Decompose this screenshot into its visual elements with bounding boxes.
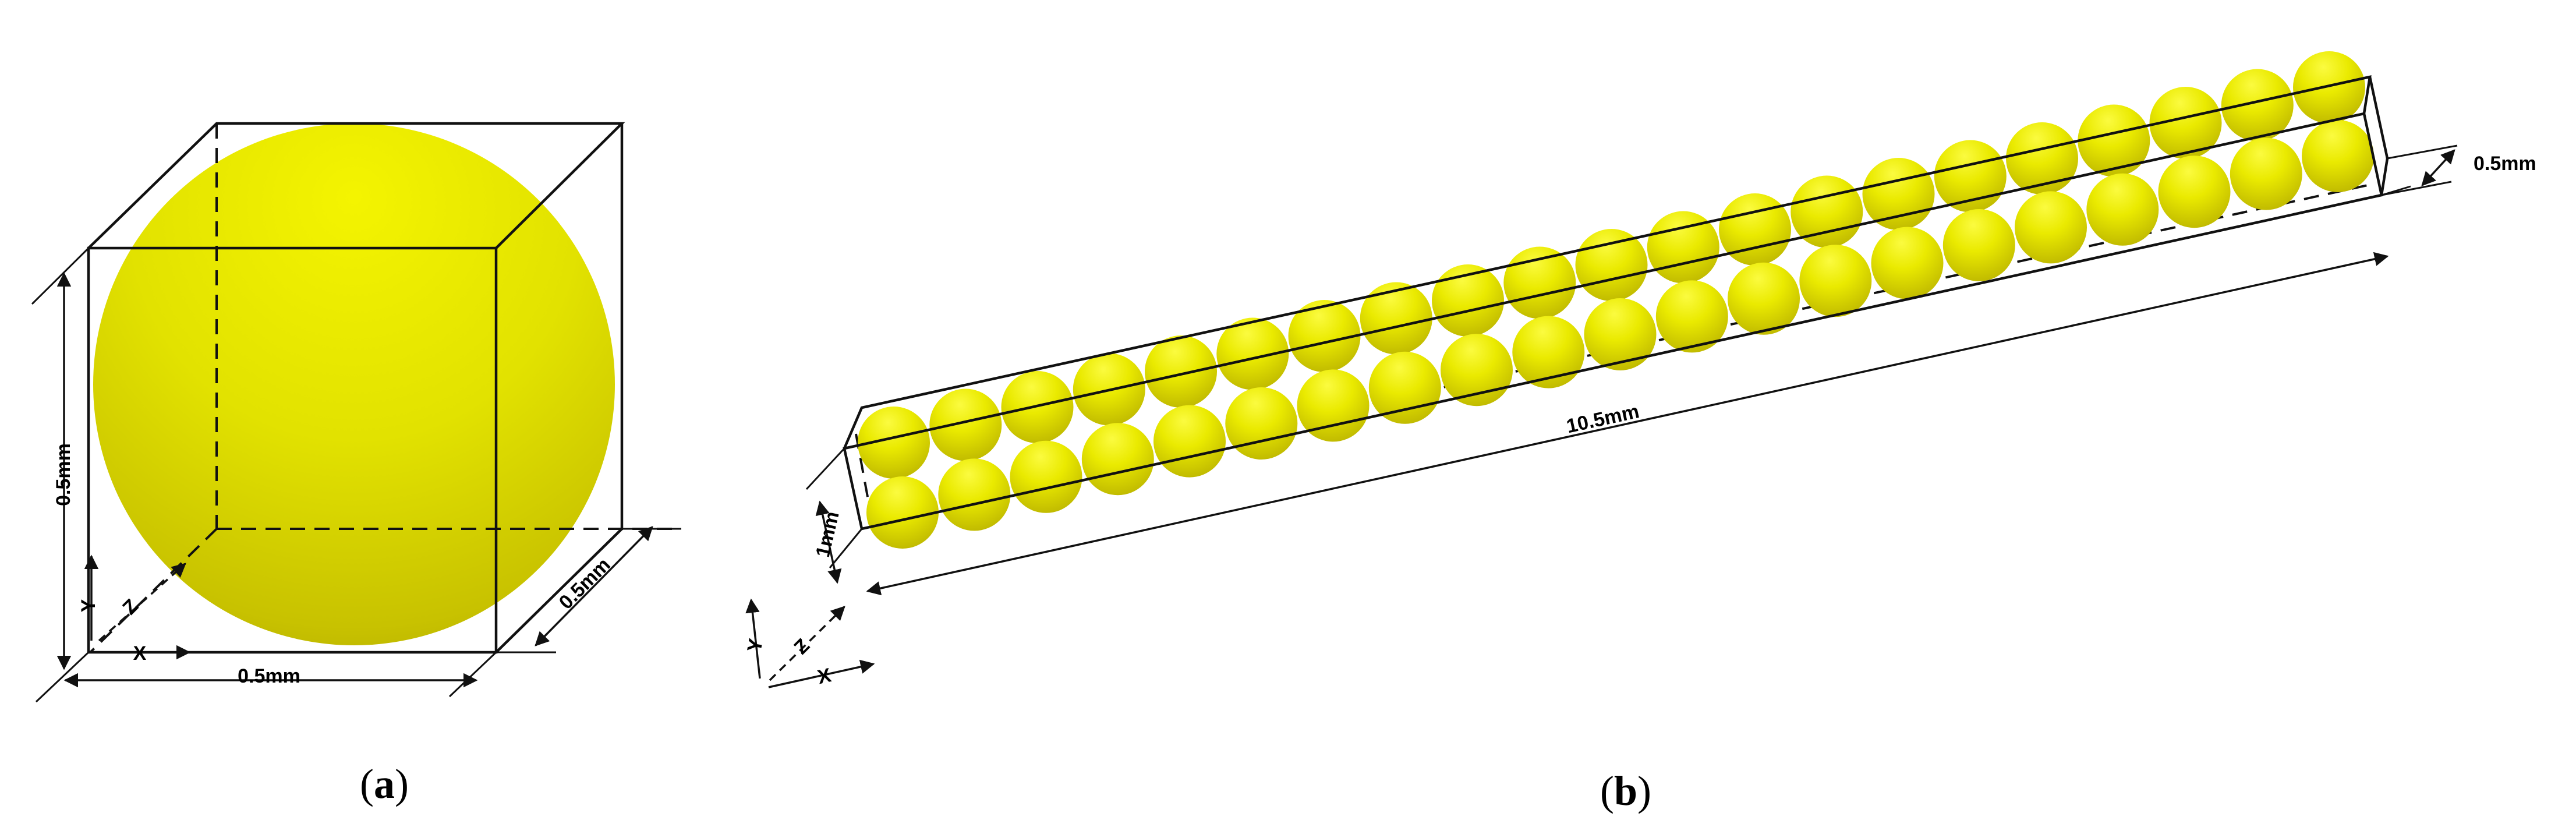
panel-a-sphere xyxy=(93,123,615,645)
panel-b-sphere xyxy=(1360,282,1432,355)
panel-b-axis-x-label: X xyxy=(816,664,833,688)
panel-b-sphere xyxy=(1862,158,1935,230)
panel-b-sphere xyxy=(1584,298,1657,370)
panel-b-sphere xyxy=(2006,122,2078,195)
panel-b-depth-arrow xyxy=(2421,149,2455,186)
panel-b-axis-z-arrow xyxy=(769,606,845,681)
panel-b-sphere xyxy=(1081,423,1154,496)
panel-b-sphere xyxy=(1799,245,1872,317)
panel-b-sphere xyxy=(1153,405,1226,478)
panel-b-sphere xyxy=(1225,387,1298,460)
panel-b-sphere xyxy=(2302,120,2374,192)
panel-a-caption: (a) xyxy=(360,761,409,807)
panel-b-axis-y-arrow xyxy=(745,598,761,679)
panel-b-sphere xyxy=(1942,209,2015,281)
panel-a-hidden-edges xyxy=(89,123,675,653)
panel-b-length-arrow xyxy=(866,252,2389,596)
panel-b-sphere xyxy=(2158,156,2231,228)
panel-a-height-label: 0.5mm xyxy=(52,443,75,506)
panel-b-height-label: 1mm xyxy=(812,510,844,560)
panel-b-sphere xyxy=(929,388,1002,461)
panel-a-depth-label: 0.5mm xyxy=(555,554,615,614)
panel-b-sphere xyxy=(1575,229,1648,301)
panel-a-axis-y-label: Y xyxy=(77,599,100,612)
panel-b-sphere xyxy=(2015,191,2087,264)
panel-b-sphere xyxy=(938,458,1011,531)
panel-b-sphere xyxy=(2221,69,2294,142)
panel-b-sphere xyxy=(1010,440,1082,513)
panel-a-depth-arrow xyxy=(535,526,653,646)
panel-b-sphere xyxy=(1145,335,1217,408)
panel-b-sphere xyxy=(2078,104,2150,177)
panel-b-sphere xyxy=(1791,175,1863,248)
panel-b-sphere xyxy=(1719,193,1791,266)
panel-b-sphere xyxy=(2230,137,2302,210)
panel-b-sphere xyxy=(2149,87,2222,159)
panel-b-length-label: 10.5mm xyxy=(1565,400,1641,437)
panel-a-axis-z-arrow xyxy=(98,563,186,642)
panel-b-sphere xyxy=(2293,51,2365,123)
panel-b-sphere xyxy=(1503,246,1576,319)
panel-a-axis-z-label: Z xyxy=(118,595,143,619)
panel-b-sphere-column: 1mm 10.5mm 0.5mm Y X Z (b) xyxy=(743,51,2536,814)
panel-b-axis-z-label: Z xyxy=(790,634,814,659)
panel-b-axis-y-label: Y xyxy=(743,637,767,653)
panel-a-single-sphere-cell: 0.5mm 0.5mm 0.5mm Y X Z (a) xyxy=(31,122,681,807)
panel-b-sphere xyxy=(2086,173,2159,246)
panel-a-width-label: 0.5mm xyxy=(238,665,300,687)
panel-a-axis-x-label: X xyxy=(133,642,147,665)
panel-b-caption: (b) xyxy=(1600,768,1651,814)
panel-b-depth-label: 0.5mm xyxy=(2474,153,2536,175)
panel-b-sphere xyxy=(1368,351,1441,424)
panel-b-height-arrow xyxy=(815,500,842,584)
panel-b-sphere xyxy=(1871,227,1944,299)
panel-b-axis-x-arrow xyxy=(768,659,875,688)
panel-b-sphere xyxy=(1934,140,2007,213)
panel-b-sphere xyxy=(866,476,939,549)
panel-b-sphere xyxy=(1441,334,1513,407)
